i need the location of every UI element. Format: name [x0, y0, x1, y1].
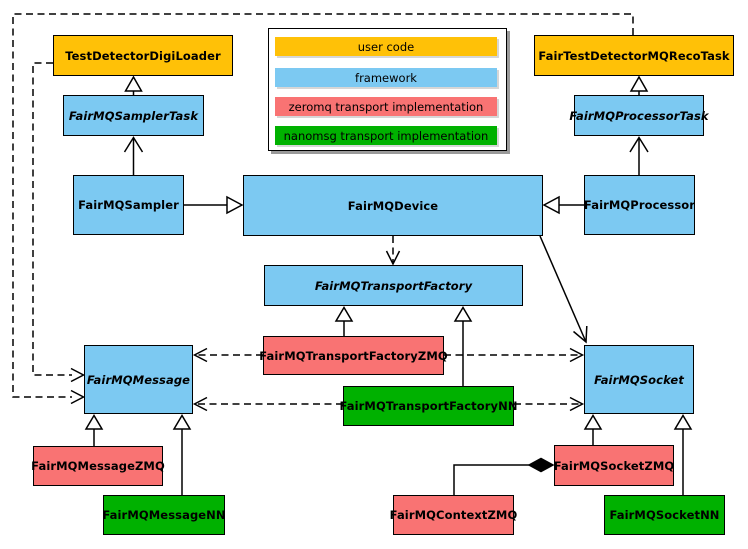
inheritance-triangle-icon: [124, 75, 143, 92]
class-box-fairmqcontextzmq: FairMQContextZMQ: [390, 495, 517, 535]
edge-digiloader-to-message: [32, 62, 86, 383]
inheritance-triangle-icon: [583, 414, 603, 430]
class-box-fairmqmessagenn: FairMQMessageNN: [102, 495, 226, 535]
class-box-fairmqsocketnn: FairMQSocketNN: [604, 495, 725, 535]
edge-tfzmq-to-transportfactory: [334, 306, 354, 336]
edge-tfnn-to-message: [192, 396, 343, 412]
edge-processor-to-device: [542, 195, 584, 215]
edge-recotask-to-message: [12, 13, 634, 405]
class-box-fairmqmessage: FairMQMessage: [84, 345, 193, 414]
inheritance-triangle-icon: [84, 414, 104, 430]
open-arrowhead-icon: [629, 136, 649, 153]
class-box-fairmqsocketzmq: FairMQSocketZMQ: [554, 445, 674, 486]
composition-diamond-icon: [527, 457, 555, 473]
class-box-fairmqsampler: FairMQSampler: [73, 175, 184, 235]
legend-box: user code framework zeromq transport imp…: [268, 28, 507, 151]
edge-socketzmq-to-socket: [583, 414, 603, 445]
edge-samplertask-to-digiloader: [124, 75, 143, 95]
edge-tfzmq-to-message: [192, 347, 263, 363]
dependency-arrowhead-icon: [70, 389, 86, 405]
edge-tfnn-to-socket: [514, 396, 585, 412]
class-box-fairmqmessagezmq: FairMQMessageZMQ: [31, 446, 165, 486]
inheritance-triangle-icon: [629, 75, 649, 92]
inheritance-triangle-icon: [673, 414, 693, 430]
edge-device-to-socket: [539, 235, 588, 344]
edge-socketnn-to-socket: [673, 414, 693, 495]
legend-item-user-code: user code: [275, 37, 497, 56]
class-box-fairmqdevice: FairMQDevice: [243, 175, 543, 236]
class-box-fairmqprocessortask: FairMQProcessorTask: [569, 95, 709, 136]
edge-device-to-transportfactory: [385, 236, 401, 266]
dependency-arrowhead-icon: [192, 396, 208, 412]
dependency-arrowhead-icon: [385, 250, 401, 266]
inheritance-triangle-icon: [334, 306, 354, 322]
legend-item-nanomsg: nanomsg transport implementation: [275, 126, 497, 145]
inheritance-triangle-icon: [542, 195, 560, 215]
dependency-arrowhead-icon: [569, 396, 585, 412]
edge-contextzmq-to-socketzmq: [453, 457, 555, 495]
edge-messagezmq-to-message: [84, 414, 104, 446]
open-arrowhead-icon: [573, 325, 588, 344]
legend-item-framework: framework: [275, 68, 497, 87]
edge-messagenn-to-message: [172, 414, 192, 495]
dependency-arrowhead-icon: [192, 347, 208, 363]
edge-processor-to-processortask: [629, 136, 649, 175]
inheritance-triangle-icon: [226, 195, 244, 215]
class-box-fairmqprocessor: FairMQProcessor: [584, 175, 695, 235]
class-box-fairtestdetectormqrecotask: FairTestDetectorMQRecoTask: [534, 35, 734, 76]
class-box-fairmqtransportfactorynn: FairMQTransportFactoryNN: [339, 386, 517, 426]
inheritance-triangle-icon: [172, 414, 192, 430]
open-arrowhead-icon: [123, 136, 144, 153]
edge-processortask-to-recotask: [629, 75, 649, 95]
edge-sampler-to-device: [184, 195, 244, 215]
class-box-fairmqsamplertask: FairMQSamplerTask: [63, 95, 204, 136]
class-box-fairmqsocket: FairMQSocket: [584, 345, 694, 414]
inheritance-triangle-icon: [453, 306, 473, 322]
class-box-fairmqtransportfactoryzmq: FairMQTransportFactoryZMQ: [259, 336, 448, 375]
legend-item-zeromq: zeromq transport implementation: [275, 97, 497, 116]
dependency-arrowhead-icon: [70, 367, 86, 383]
edge-tfnn-to-transportfactory: [453, 306, 473, 386]
edge-tfzmq-to-socket: [444, 347, 585, 363]
edge-sampler-to-samplertask: [123, 136, 144, 175]
class-box-fairmqtransportfactory: FairMQTransportFactory: [264, 265, 523, 306]
class-box-testdetectordigiloader: TestDetectorDigiLoader: [53, 35, 233, 76]
dependency-arrowhead-icon: [569, 347, 585, 363]
